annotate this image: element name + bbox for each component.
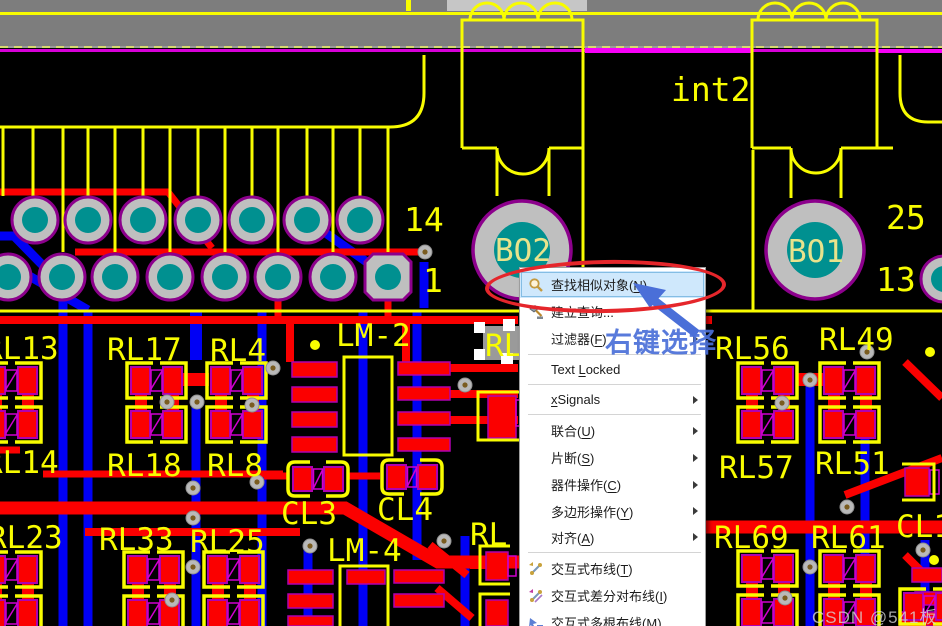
interactive-routing-icon bbox=[520, 561, 551, 577]
pcb-label: 13 bbox=[876, 260, 916, 299]
interactive-multi-routing-icon bbox=[520, 615, 551, 626]
menu-item-polygon-actions[interactable]: 多边形操作(Y) bbox=[520, 498, 705, 524]
submenu-arrow-icon bbox=[693, 533, 698, 541]
pcb-label: 1 bbox=[423, 261, 443, 300]
pcb-label: RL8 bbox=[207, 448, 263, 484]
pcb-label: RL23 bbox=[0, 520, 63, 556]
submenu-arrow-icon bbox=[693, 426, 698, 435]
menu-separator bbox=[528, 354, 701, 355]
selected-component[interactable] bbox=[474, 319, 520, 364]
pcb-label: RL57 bbox=[719, 450, 794, 486]
menu-separator bbox=[528, 552, 701, 553]
pcb-label: CL4 bbox=[377, 492, 433, 528]
silkscreen-labels: int2 14 1 25 13 BO2 BO1 RL13 RL17 RL4 LM… bbox=[0, 70, 942, 569]
menu-item-find-similar-objects[interactable]: 查找相似对象(N)... bbox=[520, 271, 705, 298]
submenu-arrow-icon bbox=[693, 453, 698, 462]
menu-item-filter[interactable]: 过滤器(F) bbox=[520, 325, 705, 352]
pcb-label: LM-2 bbox=[336, 318, 411, 354]
menu-item-interactive-multi-routing[interactable]: 交互式多根布线(M) bbox=[520, 609, 705, 626]
pcb-label: RL33 bbox=[99, 522, 174, 558]
top-board-edge-bands bbox=[0, 0, 942, 53]
pcb-label: RL13 bbox=[0, 331, 59, 367]
pcb-label: BO2 bbox=[495, 233, 551, 269]
pcb-label: RL14 bbox=[0, 445, 59, 481]
watermark-text: CSDN @541板哥 bbox=[812, 608, 938, 626]
pcb-label: RL bbox=[485, 328, 522, 364]
hammer-icon bbox=[520, 304, 551, 320]
pcb-label: RL25 bbox=[190, 524, 265, 560]
pcb-label: RL4 bbox=[210, 333, 266, 369]
menu-item-union[interactable]: 联合(U) bbox=[520, 417, 705, 444]
pcb-label: RL18 bbox=[107, 448, 182, 484]
silk-dots bbox=[310, 340, 939, 565]
submenu-arrow-icon bbox=[693, 507, 698, 515]
menu-item-interactive-diff-pair-routing[interactable]: 交互式差分对布线(I) bbox=[520, 582, 705, 609]
pcb-label: 25 bbox=[886, 198, 926, 237]
pcb-label: int2 bbox=[671, 70, 750, 109]
menu-separator bbox=[528, 414, 701, 415]
pcb-label: RL bbox=[470, 517, 507, 553]
pcb-label: CL1 bbox=[896, 509, 942, 545]
submenu-arrow-icon bbox=[693, 395, 698, 404]
pcb-label: RL61 bbox=[811, 520, 886, 556]
pcb-label: RL69 bbox=[714, 520, 789, 556]
menu-separator bbox=[528, 384, 701, 385]
search-icon bbox=[520, 277, 551, 293]
menu-item-fragment[interactable]: 片断(S) bbox=[520, 444, 705, 471]
interactive-diff-pair-routing-icon bbox=[520, 588, 551, 604]
menu-item-interactive-routing[interactable]: 交互式布线(T) bbox=[520, 555, 705, 582]
pcb-label: BO1 bbox=[788, 234, 844, 270]
pcb-label: CL3 bbox=[281, 496, 337, 532]
through-hole-pads[interactable] bbox=[0, 195, 942, 304]
pcb-label: 14 bbox=[404, 200, 444, 239]
submenu-arrow-icon bbox=[693, 334, 698, 343]
menu-item-text-locked[interactable]: Text Locked bbox=[551, 362, 621, 377]
annotation-text: 右键选择 bbox=[605, 328, 717, 358]
pcb-label: RL49 bbox=[819, 322, 894, 358]
pcb-label: RL51 bbox=[815, 446, 890, 482]
pcb-label: LM-4 bbox=[327, 533, 402, 569]
menu-item-component-actions[interactable]: 器件操作(C) bbox=[520, 471, 705, 498]
submenu-arrow-icon bbox=[693, 480, 698, 489]
pcb-label: RL17 bbox=[107, 332, 182, 368]
menu-item-build-query[interactable]: 建立查询... bbox=[520, 298, 705, 325]
pcb-label: RL56 bbox=[715, 331, 790, 367]
menu-item-align[interactable]: 对齐(A) bbox=[520, 524, 705, 550]
menu-item-xsignals[interactable]: xSignals bbox=[520, 387, 705, 412]
